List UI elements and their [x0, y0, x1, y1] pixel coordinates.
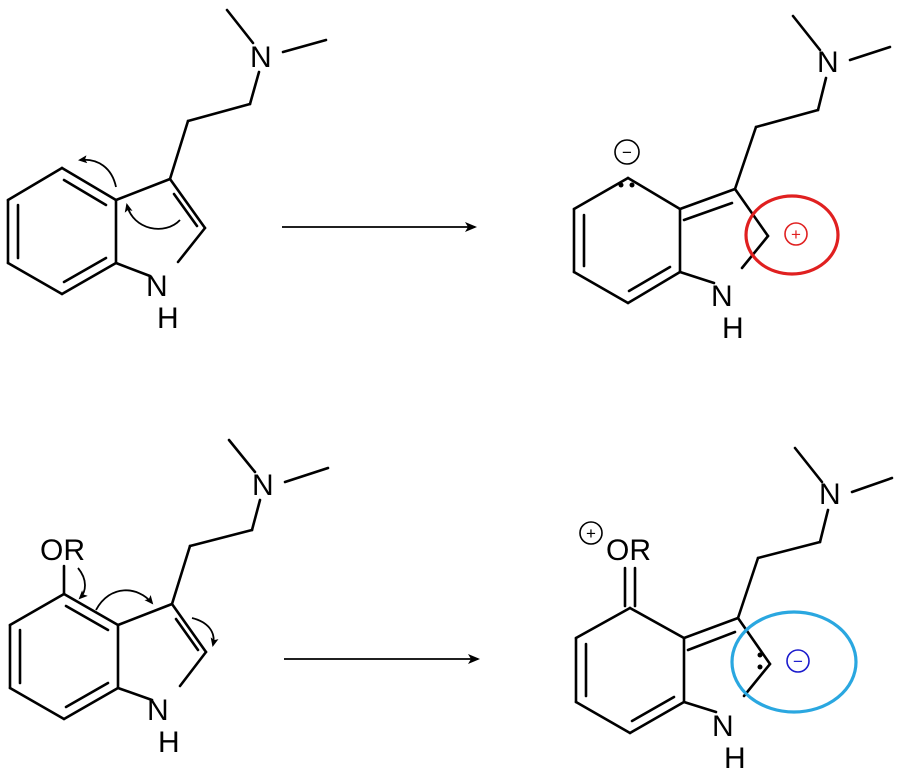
- molecule-top-right: N N H − +: [572, 14, 892, 345]
- oxygen-substituent-label: OR: [40, 534, 85, 567]
- bonds: [8, 438, 330, 721]
- positive-charge-badge: +: [579, 521, 603, 545]
- nitrogen-amine-label: N: [819, 478, 841, 511]
- negative-charge-glyph: −: [793, 652, 803, 671]
- curved-arrow-icon: [191, 617, 219, 647]
- curved-arrow-icon: [78, 155, 117, 188]
- nitrogen-indole-label: N: [711, 280, 733, 313]
- nitrogen-amine-label: N: [817, 46, 839, 79]
- nitrogen-indole-label: N: [712, 710, 734, 743]
- negative-charge-glyph: −: [622, 143, 632, 162]
- positive-charge-glyph: +: [586, 524, 596, 543]
- hydrogen-label: H: [158, 726, 180, 759]
- negative-charge-badge: −: [786, 649, 810, 673]
- molecule-bottom-right: OR N N H + −: [574, 446, 894, 775]
- electron-push-arrows: [77, 567, 219, 647]
- positive-charge-glyph: +: [791, 225, 801, 244]
- molecule-bottom-left: OR N N H: [8, 438, 330, 759]
- positive-charge-highlight-circle: [744, 194, 840, 276]
- negative-charge-highlight-circle: [730, 610, 858, 714]
- positive-charge-badge: +: [784, 222, 808, 246]
- bonds: [572, 14, 892, 305]
- nitrogen-indole-label: N: [147, 694, 169, 727]
- bonds: [574, 446, 894, 735]
- electron-push-arrows: [78, 155, 181, 230]
- nitrogen-indole-label: N: [146, 270, 168, 303]
- hydrogen-label: H: [157, 302, 179, 335]
- nitrogen-amine-label: N: [250, 41, 272, 74]
- lone-pair-dots-icon: [757, 652, 763, 670]
- molecule-top-left: N N H: [6, 8, 328, 335]
- nitrogen-amine-label: N: [252, 469, 274, 502]
- curved-arrow-icon: [77, 567, 88, 600]
- hydrogen-label: H: [722, 312, 744, 345]
- oxygen-substituent-label: OR: [606, 534, 651, 567]
- lone-pair-dots-icon: [618, 182, 635, 188]
- negative-charge-badge: −: [614, 139, 640, 165]
- bonds: [6, 8, 328, 296]
- curved-arrow-icon: [124, 203, 181, 230]
- hydrogen-label: H: [724, 742, 746, 774]
- curved-arrow-icon: [95, 589, 154, 611]
